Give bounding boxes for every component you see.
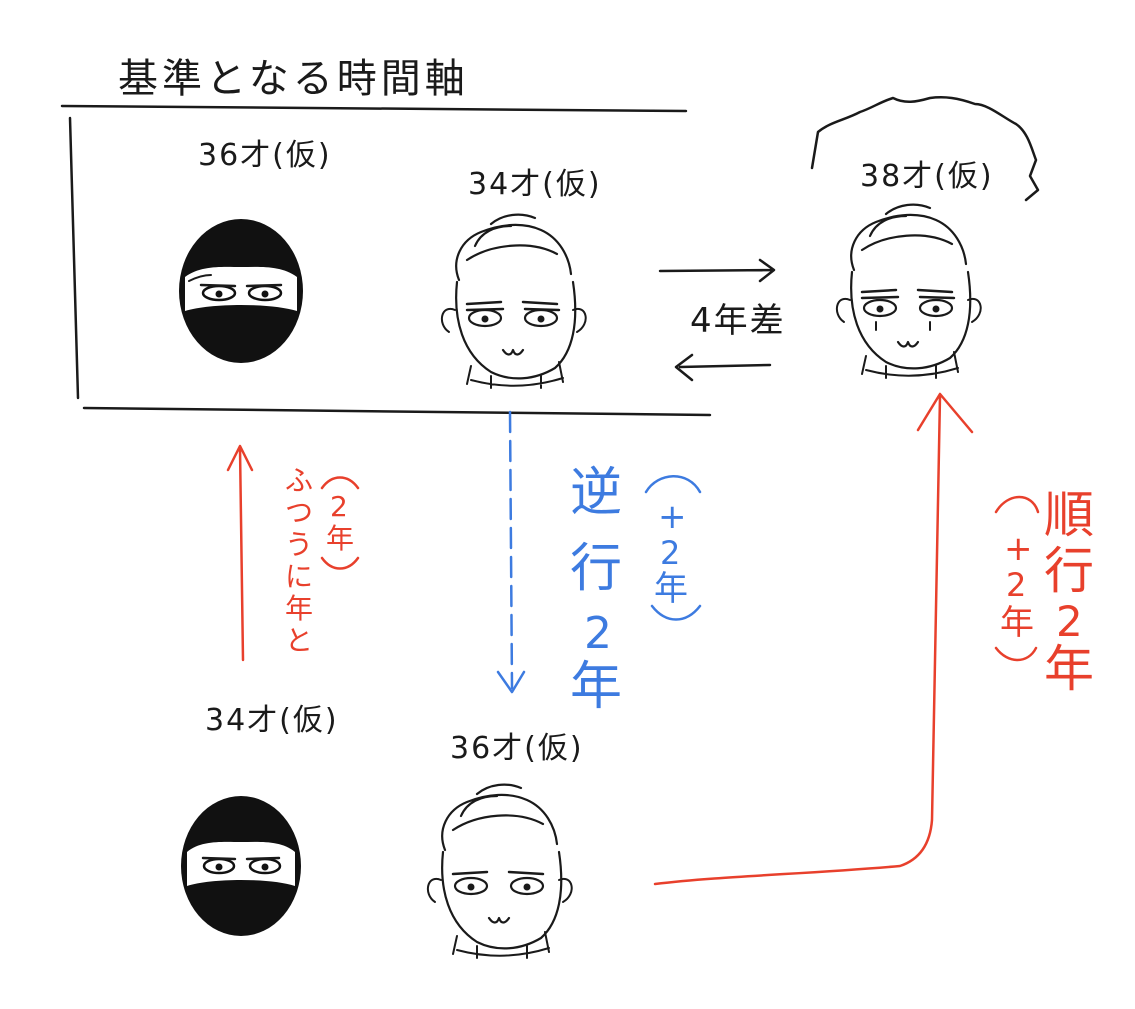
normal-aging-char: う (285, 528, 313, 561)
face-icon (442, 215, 586, 388)
normal-aging-char: つ (285, 496, 313, 529)
reverse-aging-arrow (498, 412, 524, 692)
normal-aging-arrow (228, 446, 252, 660)
forward-aging-note-char: 2 (1006, 566, 1026, 604)
forward-aging-char: 行 (1044, 542, 1094, 600)
forward-aging-note: + 2 年 (996, 497, 1038, 660)
age-label-bottom-masked: 34才(仮) (205, 703, 339, 738)
forward-aging-label: 順 行 2 年 (1044, 486, 1094, 698)
face-icon (428, 785, 572, 958)
reverse-aging-note-char: 2 (660, 534, 680, 572)
reverse-aging-char: 逆 (570, 463, 622, 523)
reference-timeline-frame (62, 106, 710, 415)
age-gap-label: 4年差 (690, 301, 786, 341)
reverse-aging-char: 年 (570, 657, 622, 717)
masked-face-icon (179, 219, 303, 363)
age-label-top-right: 38才(仮) (860, 159, 994, 194)
age-label-top-masked: 36才(仮) (198, 138, 332, 173)
face-icon (837, 205, 981, 378)
diagram-title: 基準となる時間軸 (118, 56, 469, 102)
normal-aging-char: 年 (285, 592, 313, 625)
forward-aging-note-char: 年 (1000, 603, 1034, 643)
forward-aging-char: 年 (1044, 640, 1094, 698)
age-label-top-center: 34才(仮) (468, 167, 602, 202)
normal-aging-char: ふ (285, 464, 313, 497)
reverse-aging-note: + 2 年 (646, 476, 700, 619)
reverse-aging-note-char: + (658, 497, 687, 537)
normal-aging-note-char: 年 (326, 522, 354, 555)
masked-face-icon (181, 796, 301, 936)
age-label-bottom-center: 36才(仮) (450, 731, 584, 766)
forward-aging-arrow (655, 394, 972, 884)
forward-aging-char: 2 (1056, 597, 1083, 646)
forward-aging-char: 順 (1044, 486, 1094, 544)
reverse-aging-label: 逆 行 2 年 (570, 463, 622, 717)
normal-aging-note: 2 年 (322, 478, 358, 569)
normal-aging-char: と (285, 624, 313, 657)
forward-aging-note-char: + (1004, 529, 1033, 569)
reverse-aging-char: 2 (584, 608, 612, 659)
reverse-aging-char: 行 (570, 539, 622, 599)
reverse-aging-note-char: 年 (654, 569, 688, 609)
normal-aging-note-char: 2 (330, 490, 348, 523)
normal-aging-char: に (285, 560, 313, 593)
normal-aging-label: ふ つ う に 年 と (285, 464, 313, 657)
